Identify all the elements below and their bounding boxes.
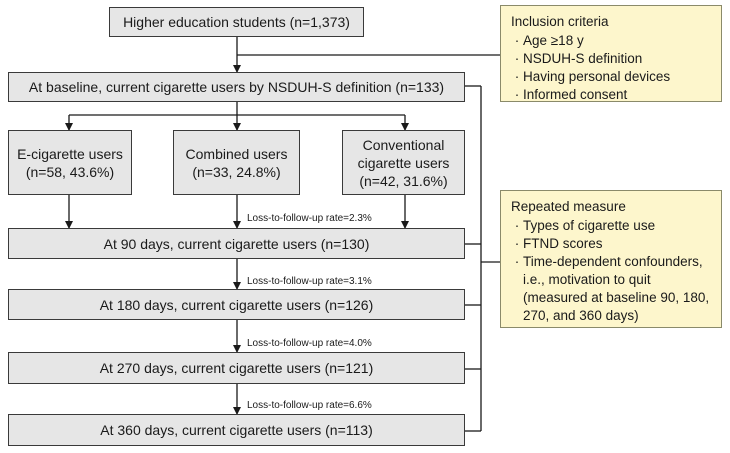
loss-label-day360: Loss-to-follow-up rate=6.6% (247, 400, 372, 411)
repeated-measure-title: Repeated measure (511, 199, 626, 214)
conventional-label-2: cigarette users (357, 154, 450, 171)
repeated-item: Time-dependent confounders, i.e., motiva… (511, 253, 713, 325)
combined-label: Combined users (185, 145, 288, 162)
combined-count: (n=33, 24.8%) (192, 163, 281, 180)
ecig-label: E-cigarette users (17, 145, 123, 162)
repeated-item: Types of cigarette use (511, 217, 713, 235)
day360-label: At 360 days, current cigarette users (n=… (100, 422, 373, 438)
conventional-box: Conventional cigarette users (n=42, 31.6… (342, 130, 465, 195)
day180-label: At 180 days, current cigarette users (n=… (99, 296, 374, 313)
repeated-measure-box: Repeated measure Types of cigarette use … (500, 190, 722, 328)
students-label: Higher education students (n=1,373) (123, 14, 350, 30)
loss-label-day180: Loss-to-follow-up rate=3.1% (247, 276, 372, 287)
day90-box: At 90 days, current cigarette users (n=1… (8, 228, 465, 259)
conventional-label-1: Conventional (362, 136, 445, 153)
day360-box: At 360 days, current cigarette users (n=… (8, 414, 465, 446)
inclusion-criteria-box: Inclusion criteria Age ≥18 y NSDUH-S def… (500, 5, 722, 102)
inclusion-item: Age ≥18 y (511, 32, 713, 50)
inclusion-item: Informed consent (511, 86, 713, 104)
baseline-box: At baseline, current cigarette users by … (8, 72, 465, 102)
repeated-item: FTND scores (511, 235, 713, 253)
loss-label-day90: Loss-to-follow-up rate=2.3% (247, 213, 372, 224)
day270-box: At 270 days, current cigarette users (n=… (8, 352, 465, 384)
students-box: Higher education students (n=1,373) (109, 7, 364, 37)
inclusion-criteria-title: Inclusion criteria (511, 14, 609, 29)
combined-box: Combined users (n=33, 24.8%) (173, 130, 300, 195)
conventional-count: (n=42, 31.6%) (359, 172, 448, 189)
inclusion-item: Having personal devices (511, 68, 713, 86)
ecig-count: (n=58, 43.6%) (25, 163, 115, 180)
inclusion-item: NSDUH-S definition (511, 50, 713, 68)
ecig-box: E-cigarette users (n=58, 43.6%) (8, 130, 132, 195)
baseline-label: At baseline, current cigarette users by … (28, 79, 445, 95)
day90-label: At 90 days, current cigarette users (n=1… (103, 235, 370, 252)
day270-label: At 270 days, current cigarette users (n=… (99, 360, 374, 376)
loss-label-day270: Loss-to-follow-up rate=4.0% (247, 338, 372, 349)
day180-box: At 180 days, current cigarette users (n=… (8, 289, 465, 320)
